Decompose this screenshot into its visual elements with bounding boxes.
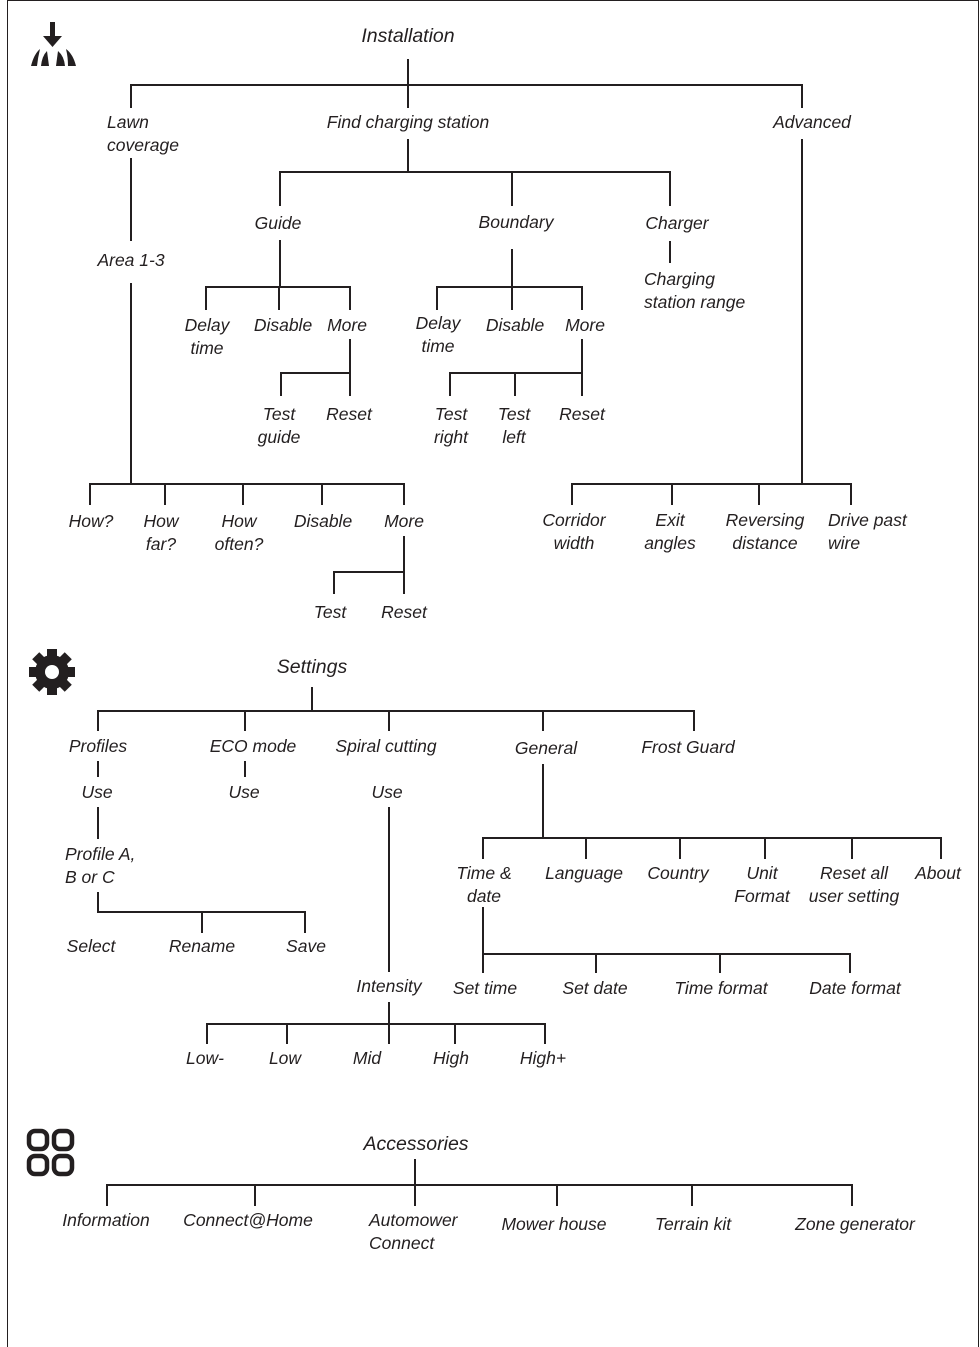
guide-delay-time-node: Delay time xyxy=(184,315,230,358)
mower-house-node: Mower house xyxy=(501,1214,607,1234)
test-left-node: Test left xyxy=(497,404,531,447)
date-format-node: Date format xyxy=(809,978,901,998)
eco-use-node: Use xyxy=(228,782,260,802)
boundary-disable-node: Disable xyxy=(485,315,545,335)
spiral-use-node: Use xyxy=(371,782,403,802)
boundary-node: Boundary xyxy=(478,212,554,232)
accessories-grid-icon xyxy=(26,1128,75,1177)
area-test-node: Test xyxy=(313,602,347,622)
guide-disable-node: Disable xyxy=(253,315,313,335)
how-far-node: How far? xyxy=(143,511,179,554)
guide-more-node: More xyxy=(327,315,367,335)
boundary-delay-time-node: Delay time xyxy=(415,313,461,356)
gear-icon xyxy=(29,649,75,695)
advanced-node: Advanced xyxy=(773,112,851,132)
page-frame xyxy=(7,0,979,1347)
low-node: Low xyxy=(268,1048,302,1068)
terrain-kit-node: Terrain kit xyxy=(654,1214,732,1234)
test-right-node: Test right xyxy=(433,404,469,447)
high-plus-node: High+ xyxy=(519,1048,567,1068)
time-format-node: Time format xyxy=(674,978,768,998)
about-node: About xyxy=(915,863,961,883)
reset-all-node: Reset all user setting xyxy=(808,863,900,906)
language-node: Language xyxy=(545,863,623,883)
frost-guard-node: Frost Guard xyxy=(641,737,735,757)
boundary-reset-node: Reset xyxy=(559,404,605,424)
select-node: Select xyxy=(66,936,116,956)
save-node: Save xyxy=(286,936,326,956)
rename-node: Rename xyxy=(168,936,236,956)
accessories-title: Accessories xyxy=(363,1133,469,1155)
time-date-node: Time & date xyxy=(456,863,512,906)
drive-past-wire-node: Drive past wire xyxy=(828,510,907,553)
lawn-coverage-node: Lawn coverage xyxy=(107,112,179,155)
low-minus-node: Low- xyxy=(186,1048,224,1068)
guide-node: Guide xyxy=(254,213,302,233)
profiles-use-node: Use xyxy=(81,782,113,802)
reversing-distance-node: Reversing distance xyxy=(725,510,805,553)
exit-angles-node: Exit angles xyxy=(644,510,696,553)
profiles-node: Profiles xyxy=(68,736,128,756)
charging-station-range-node: Charging station range xyxy=(644,269,746,312)
spiral-cutting-node: Spiral cutting xyxy=(335,736,437,756)
connect-home-node: Connect@Home xyxy=(183,1210,313,1230)
how-node: How? xyxy=(68,511,114,531)
mid-node: Mid xyxy=(352,1048,382,1068)
installation-title: Installation xyxy=(361,25,455,47)
automower-connect-node: Automower Connect xyxy=(369,1210,458,1253)
area-reset-node: Reset xyxy=(381,602,427,622)
guide-reset-node: Reset xyxy=(326,404,372,424)
general-node: General xyxy=(514,738,578,758)
charger-node: Charger xyxy=(645,213,709,233)
corridor-width-node: Corridor width xyxy=(542,510,606,553)
set-time-node: Set time xyxy=(452,978,518,998)
test-guide-node: Test guide xyxy=(257,404,301,447)
information-node: Information xyxy=(62,1210,150,1230)
settings-title: Settings xyxy=(276,656,348,678)
set-date-node: Set date xyxy=(562,978,628,998)
eco-mode-node: ECO mode xyxy=(209,736,297,756)
find-charging-station-node: Find charging station xyxy=(326,112,490,132)
area-disable-node: Disable xyxy=(293,511,353,531)
intensity-node: Intensity xyxy=(356,976,422,996)
country-node: Country xyxy=(647,863,709,883)
boundary-more-node: More xyxy=(565,315,605,335)
unit-format-node: Unit Format xyxy=(734,863,790,906)
zone-generator-node: Zone generator xyxy=(795,1214,915,1234)
how-often-node: How often? xyxy=(214,511,264,554)
profile-abc-node: Profile A, B or C xyxy=(65,844,136,887)
mower-installation-icon xyxy=(31,22,76,66)
area-node: Area 1-3 xyxy=(97,250,165,270)
area-more-node: More xyxy=(384,511,424,531)
high-node: High xyxy=(433,1048,469,1068)
